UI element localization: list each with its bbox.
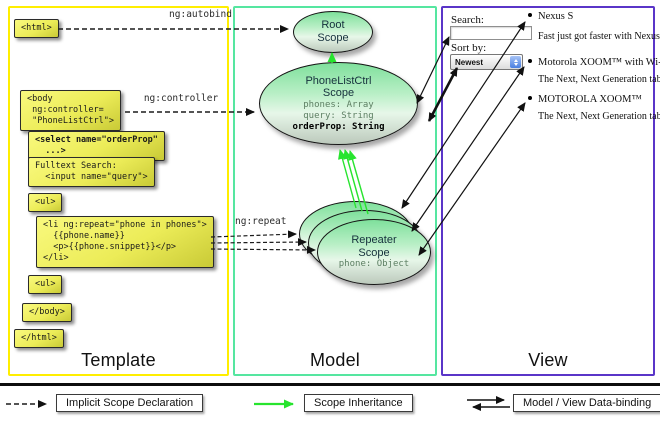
label-ng-autobind: ng:autobind — [169, 9, 232, 20]
model-column-label: Model — [309, 350, 361, 370]
view-column-label: View — [528, 350, 568, 370]
code-ul-close: <ul> — [28, 275, 63, 295]
search-label: Search: — [451, 14, 484, 26]
repeater-scope-ellipse-front: Repeater Scope phone: Object — [317, 219, 431, 285]
root-scope-ellipse: Root Scope — [293, 11, 373, 53]
code-body-open: <body ng:controller= "PhoneListCtrl"> — [20, 90, 121, 132]
bullet-icon — [528, 13, 532, 17]
code-ul-open: <ul> — [28, 193, 63, 213]
sort-dropdown[interactable]: Newest — [450, 54, 523, 70]
template-column-label: Template — [81, 350, 156, 370]
prop-phone: phone: Object — [338, 259, 410, 270]
code-body-close: </body> — [22, 303, 72, 323]
repeater-scope-title: Repeater Scope — [351, 233, 397, 259]
product-name-text: Motorola XOOM™ with Wi-Fi — [538, 57, 660, 68]
product-name: MOTOROLA XOOM™ — [528, 94, 642, 105]
code-html-open: <html> — [14, 19, 59, 39]
product-desc: The Next, Next Generation tablet. — [538, 111, 660, 122]
search-input[interactable] — [450, 26, 532, 40]
prop-phones: phones: Array — [303, 99, 374, 110]
product-name-text: Nexus S — [538, 11, 574, 22]
root-scope-title: Root Scope — [317, 19, 349, 44]
prop-query: query: String — [303, 110, 374, 121]
product-desc: The Next, Next Generation tablet. — [538, 74, 660, 85]
label-ng-repeat: ng:repeat — [235, 216, 287, 227]
code-html-close: </html> — [14, 329, 64, 349]
product-name: Motorola XOOM™ with Wi-Fi — [528, 57, 660, 68]
bullet-icon — [528, 96, 532, 100]
product-name: Nexus S — [528, 11, 573, 22]
product-desc: Fast just got faster with Nexus S. — [538, 31, 660, 42]
sort-dropdown-value: Newest — [455, 57, 484, 67]
label-ng-controller: ng:controller — [143, 93, 219, 104]
prop-orderprop: orderProp: String — [292, 121, 385, 132]
legend-scope-inheritance: Scope Inheritance — [304, 394, 413, 412]
code-li-repeat: <li ng:repeat="phone in phones"> {{phone… — [36, 216, 214, 269]
dropdown-stepper-icon — [510, 56, 521, 68]
code-fulltext-search: Fulltext Search: <input name="query"> — [28, 157, 155, 188]
sort-by-label: Sort by: — [451, 42, 487, 54]
bullet-icon — [528, 59, 532, 63]
product-name-text: MOTOROLA XOOM™ — [538, 94, 642, 105]
phonelistctrl-scope-ellipse: PhoneListCtrl Scope phones: Array query:… — [259, 62, 418, 145]
legend-divider — [0, 383, 660, 386]
legend-data-binding: Model / View Data-binding — [513, 394, 660, 412]
phonelistctrl-scope-title: PhoneListCtrl Scope — [305, 74, 372, 100]
legend-implicit-scope: Implicit Scope Declaration — [56, 394, 204, 412]
